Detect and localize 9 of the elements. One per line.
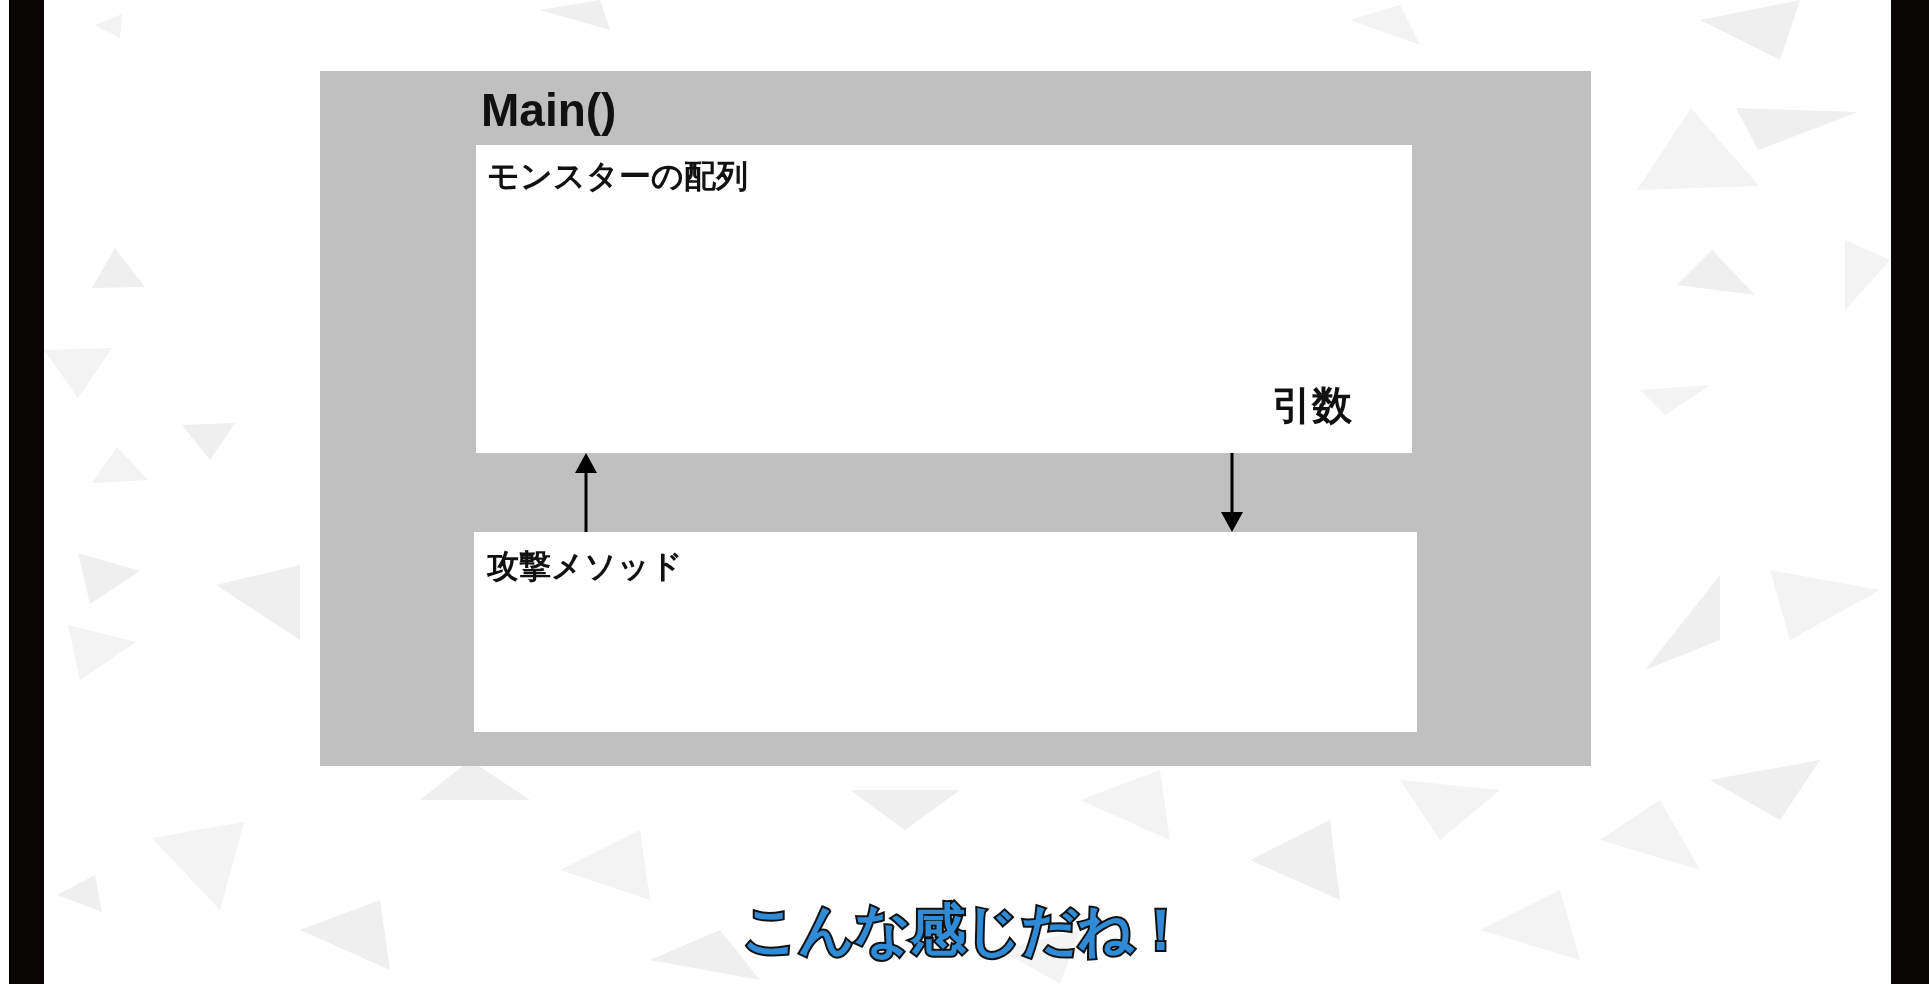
panel-heading: Main(): [481, 83, 617, 138]
content-panel: [476, 145, 1412, 453]
subtitle-caption: こんな感じだね！: [741, 897, 1188, 963]
arrow: [575, 453, 597, 532]
panel-heading: モンスターの配列: [487, 157, 748, 196]
panel-heading: 攻撃メソッド: [487, 547, 683, 586]
content-panel: [474, 532, 1417, 732]
arrow: [1221, 453, 1243, 532]
container-panel: [320, 71, 1591, 766]
